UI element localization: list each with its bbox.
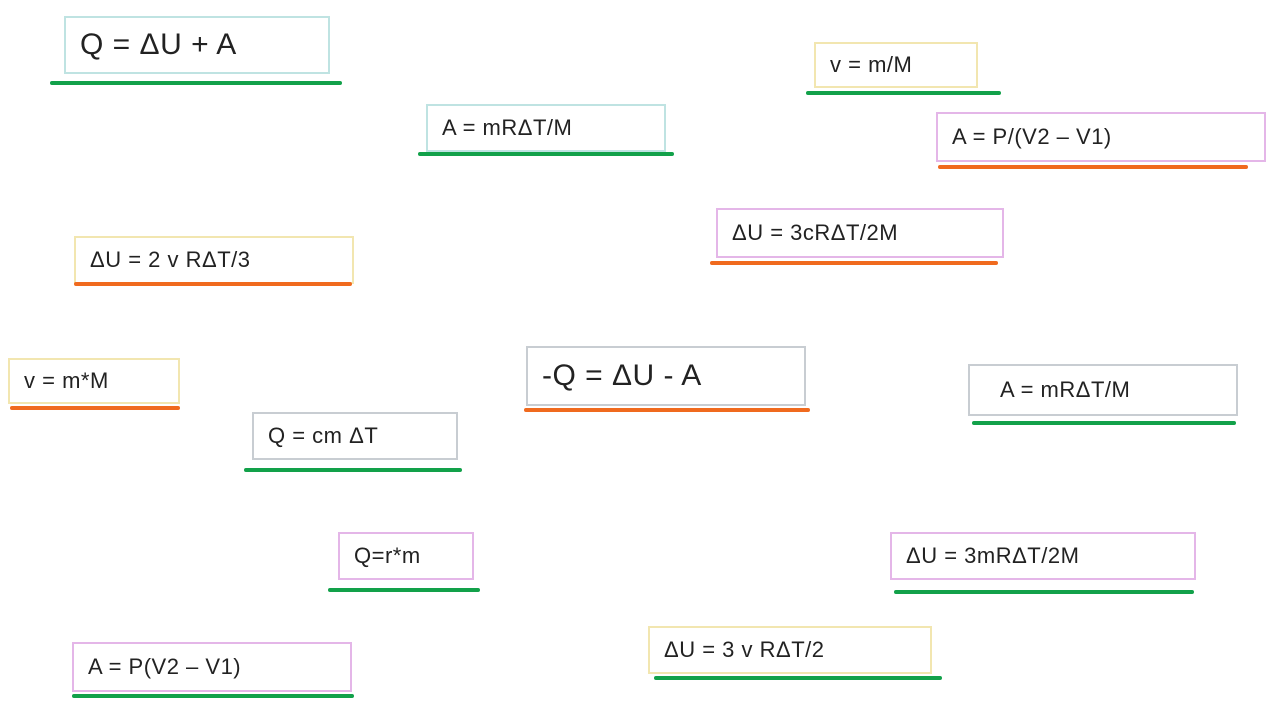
- formula-text: v = m*M: [24, 368, 109, 393]
- correct-underline: [418, 152, 674, 156]
- incorrect-underline: [524, 408, 810, 412]
- incorrect-underline: [74, 282, 352, 286]
- incorrect-underline: [710, 261, 998, 265]
- formula-card-q-r-times-m[interactable]: Q=r*m: [338, 532, 474, 580]
- correct-underline: [806, 91, 1001, 95]
- formula-card-v-m-over-M[interactable]: v = m/M: [814, 42, 978, 88]
- correct-underline: [328, 588, 480, 592]
- correct-underline: [244, 468, 462, 472]
- formula-card-du-3crdt-over-2m[interactable]: ΔU = 3cRΔT/2M: [716, 208, 1004, 258]
- formula-card-q-du-plus-a[interactable]: Q = ΔU + A: [64, 16, 330, 74]
- formula-card-a-p-times-dv[interactable]: A = P(V2 – V1): [72, 642, 352, 692]
- formula-text: A = P/(V2 – V1): [952, 124, 1112, 149]
- formula-text: A = P(V2 – V1): [88, 654, 242, 679]
- formula-text: ΔU = 3mRΔT/2M: [906, 543, 1080, 568]
- formula-text: ΔU = 2 v RΔT/3: [90, 247, 251, 272]
- formula-text: v = m/M: [830, 52, 913, 77]
- formula-card-du-2vrdt-over-3[interactable]: ΔU = 2 v RΔT/3: [74, 236, 354, 284]
- formula-card-a-mrdt-over-m-top[interactable]: A = mRΔT/M: [426, 104, 666, 152]
- incorrect-underline: [938, 165, 1248, 169]
- formula-text: Q = ΔU + A: [80, 28, 237, 61]
- incorrect-underline: [10, 406, 180, 410]
- formula-card-a-mrdt-over-m-right[interactable]: A = mRΔT/M: [968, 364, 1238, 416]
- formula-text: Q = cm ΔT: [268, 423, 379, 448]
- correct-underline: [894, 590, 1194, 594]
- formula-card-v-m-times-M[interactable]: v = m*M: [8, 358, 180, 404]
- formula-text: -Q = ΔU - A: [542, 359, 702, 392]
- correct-underline: [972, 421, 1236, 425]
- formula-text: Q=r*m: [354, 543, 421, 568]
- correct-underline: [50, 81, 342, 85]
- formula-card-a-p-over-dv[interactable]: A = P/(V2 – V1): [936, 112, 1266, 162]
- formula-text: ΔU = 3 v RΔT/2: [664, 637, 825, 662]
- formula-card-du-3mrdt-over-2m[interactable]: ΔU = 3mRΔT/2M: [890, 532, 1196, 580]
- formula-card-q-cm-dt[interactable]: Q = cm ΔT: [252, 412, 458, 460]
- formula-card-minus-q-du-minus-a[interactable]: -Q = ΔU - A: [526, 346, 806, 406]
- correct-underline: [72, 694, 354, 698]
- formula-text: A = mRΔT/M: [1000, 377, 1131, 402]
- formula-card-du-3vrdt-over-2[interactable]: ΔU = 3 v RΔT/2: [648, 626, 932, 674]
- formula-text: ΔU = 3cRΔT/2M: [732, 220, 899, 245]
- formula-text: A = mRΔT/M: [442, 115, 573, 140]
- correct-underline: [654, 676, 942, 680]
